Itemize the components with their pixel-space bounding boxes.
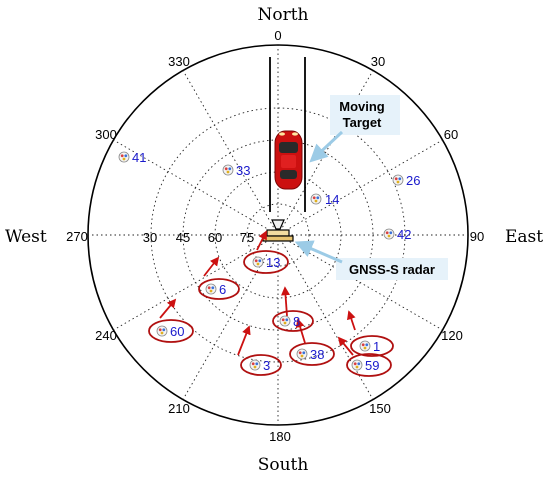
satellite-14: 14 xyxy=(310,192,339,207)
satellite-59: 59 xyxy=(351,358,379,373)
south-label: South xyxy=(258,455,309,475)
signal-arrow xyxy=(159,298,177,319)
satellite-icon xyxy=(205,283,217,295)
azimuth-120: 120 xyxy=(441,328,463,343)
elevation-75: 75 xyxy=(240,230,254,245)
satellite-icon xyxy=(392,174,404,186)
satellite-id: 14 xyxy=(325,192,339,207)
satellite-1: 1 xyxy=(359,339,380,354)
azimuth-60: 60 xyxy=(444,127,458,142)
satellite-8: 8 xyxy=(279,314,300,329)
moving-target-car-icon xyxy=(274,130,303,190)
signal-arrow xyxy=(295,318,306,344)
azimuth-270: 270 xyxy=(66,229,88,244)
satellite-icon xyxy=(118,151,130,163)
satellite-13: 13 xyxy=(252,255,280,270)
gnss-radar-pointer xyxy=(294,240,343,264)
satellite-id: 13 xyxy=(266,255,280,270)
satellite-icon xyxy=(310,193,322,205)
elevation-45: 45 xyxy=(176,230,190,245)
highlight-ring-8 xyxy=(272,310,314,332)
satellite-id: 1 xyxy=(373,339,380,354)
satellite-id: 26 xyxy=(406,173,420,188)
highlight-ring-13 xyxy=(243,250,289,274)
west-label: West xyxy=(5,227,47,247)
elevation-ring-75 xyxy=(246,203,310,267)
azimuth-30: 30 xyxy=(371,54,385,69)
satellite-id: 33 xyxy=(236,163,250,178)
signal-arrow xyxy=(256,230,267,251)
moving-target-label-line1: Moving xyxy=(339,99,385,114)
moving-target-label-line2: Target xyxy=(343,115,382,130)
moving-target-pointer xyxy=(309,130,344,163)
satellite-33: 33 xyxy=(222,163,250,178)
satellite-42: 42 xyxy=(383,227,411,242)
radar-antenna-icon xyxy=(262,219,294,242)
satellite-38: 38 xyxy=(296,347,324,362)
satellite-id: 38 xyxy=(310,347,324,362)
signal-arrow xyxy=(337,336,354,356)
satellite-icon xyxy=(156,325,168,337)
highlight-ring-1 xyxy=(350,335,394,357)
satellite-icon xyxy=(351,359,363,371)
highlight-ring-59 xyxy=(346,353,392,377)
signal-arrows xyxy=(159,230,356,356)
azimuth-330: 330 xyxy=(168,54,190,69)
satellite-id: 42 xyxy=(397,227,411,242)
satellite-41: 41 xyxy=(118,150,146,165)
azimuth-240: 240 xyxy=(95,328,117,343)
satellite-id: 41 xyxy=(132,150,146,165)
gnss-radar-callout: GNSS-S radar xyxy=(294,240,448,280)
satellite-icon xyxy=(222,164,234,176)
north-label: North xyxy=(257,5,308,25)
satellite-icon xyxy=(296,348,308,360)
azimuth-210: 210 xyxy=(168,401,190,416)
satellite-id: 6 xyxy=(219,282,226,297)
azimuth-150: 150 xyxy=(369,401,391,416)
satellite-6: 6 xyxy=(205,282,226,297)
satellite-icon xyxy=(252,256,264,268)
east-label: East xyxy=(505,227,543,247)
moving-target-callout: Moving Target xyxy=(309,95,400,163)
satellite-id: 60 xyxy=(170,324,184,339)
highlight-ring-6 xyxy=(198,278,240,300)
signal-arrow xyxy=(237,325,251,356)
highlight-rings xyxy=(148,250,394,377)
azimuth-180: 180 xyxy=(269,429,291,444)
satellite-26: 26 xyxy=(392,173,420,188)
satellite-id: 59 xyxy=(365,358,379,373)
highlight-ring-38 xyxy=(289,342,335,366)
azimuth-90: 90 xyxy=(470,229,484,244)
satellite-id: 8 xyxy=(293,314,300,329)
road-lane xyxy=(269,57,306,212)
highlight-ring-60 xyxy=(148,319,194,343)
highlight-ring-3 xyxy=(240,354,282,376)
signal-arrow xyxy=(347,310,356,331)
satellite-60: 60 xyxy=(156,324,184,339)
satellite-icon xyxy=(359,340,371,352)
satellite-icon xyxy=(383,228,395,240)
satellite-icon xyxy=(249,359,261,371)
elevation-30: 30 xyxy=(143,230,157,245)
elevation-60: 60 xyxy=(208,230,222,245)
signal-arrow xyxy=(203,256,220,277)
azimuth-300: 300 xyxy=(95,127,117,142)
satellite-id: 3 xyxy=(263,358,270,373)
satellite-icon xyxy=(279,315,291,327)
satellite-3: 3 xyxy=(249,358,270,373)
gnss-radar-label: GNSS-S radar xyxy=(349,262,435,277)
azimuth-0: 0 xyxy=(274,28,281,43)
